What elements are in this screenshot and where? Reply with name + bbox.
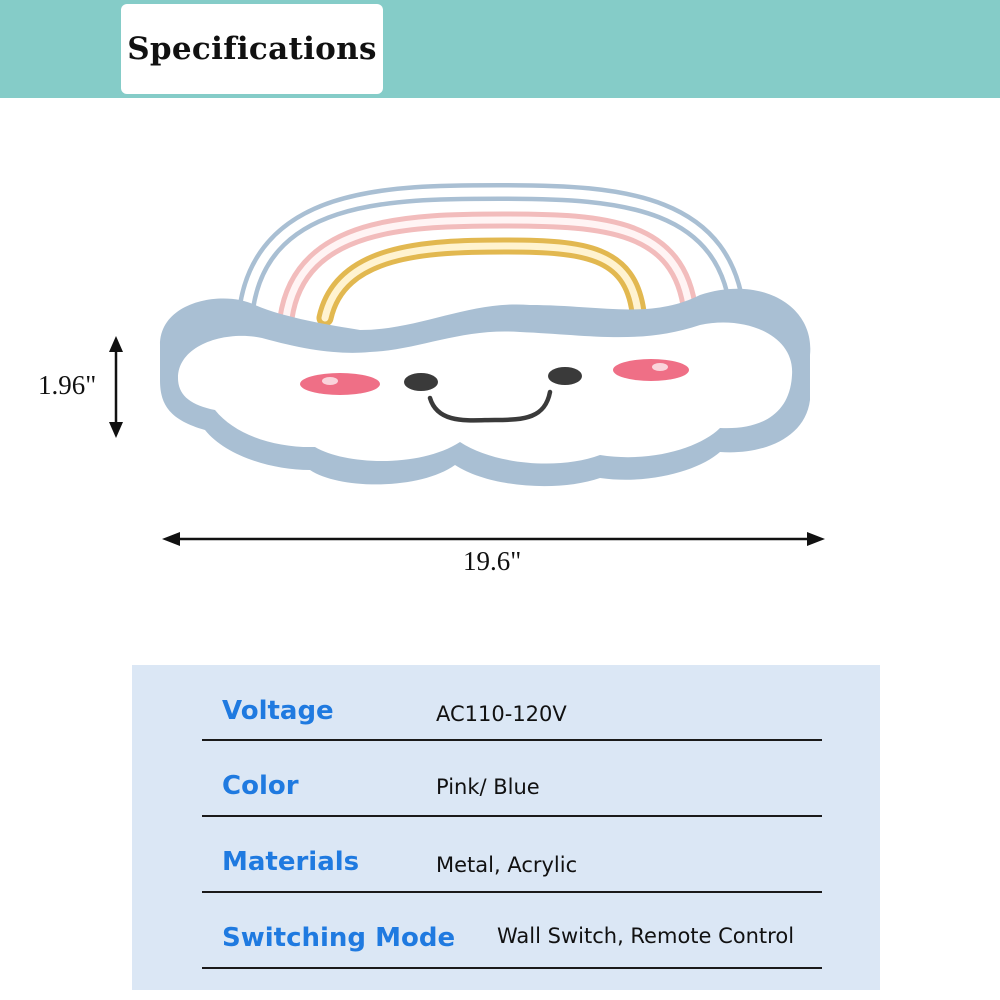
spec-panel: Voltage AC110-120V Color Pink/ Blue Mate… [132, 665, 880, 990]
rainbow-arcs [236, 182, 747, 329]
height-dimension-label: 1.96" [38, 370, 97, 400]
spec-key: Voltage [222, 696, 334, 726]
spec-value: AC110-120V [436, 702, 567, 726]
spec-key: Switching Mode [222, 923, 456, 953]
cloud-face [300, 359, 689, 423]
spec-row-switching-mode: Switching Mode Wall Switch, Remote Contr… [202, 893, 822, 969]
row-divider [202, 739, 822, 741]
row-divider [202, 815, 822, 817]
spec-key: Color [222, 771, 299, 801]
left-eye [404, 373, 438, 391]
left-cheek [300, 373, 380, 395]
spec-value: Metal, Acrylic [436, 853, 578, 877]
spec-row-materials: Materials Metal, Acrylic [202, 817, 822, 893]
right-cheek [613, 359, 689, 381]
row-divider [202, 891, 822, 893]
cloud-lamp-body [160, 288, 811, 487]
row-divider [202, 967, 822, 969]
product-illustration [109, 182, 825, 546]
width-dimension-label: 19.6" [463, 546, 522, 576]
right-eye [548, 367, 582, 385]
smile [427, 389, 553, 423]
width-arrow [162, 532, 825, 546]
height-arrow [109, 336, 123, 438]
spec-value: Pink/ Blue [436, 775, 540, 799]
spec-key: Materials [222, 847, 360, 877]
spec-row-color: Color Pink/ Blue [202, 741, 822, 817]
title-box: Specifications [121, 4, 383, 94]
spec-row-voltage: Voltage AC110-120V [202, 665, 822, 741]
spec-value: Wall Switch, Remote Control [497, 924, 795, 948]
page-title: Specifications [127, 31, 377, 67]
